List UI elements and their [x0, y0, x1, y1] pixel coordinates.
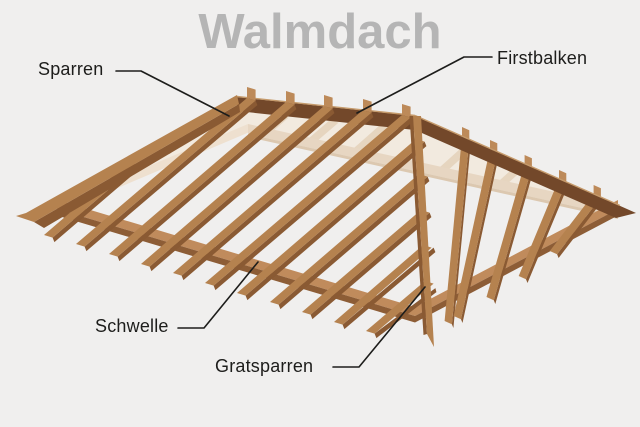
right-hip-beam: [414, 114, 636, 218]
leader-sparren: [115, 70, 230, 117]
label-gratsparren: Gratsparren: [215, 356, 314, 376]
label-sparren: Sparren: [38, 59, 104, 79]
left-hip-beam: [16, 95, 240, 228]
leader-gratsparren: [332, 286, 426, 368]
diagram-title: Walmdach: [198, 5, 442, 59]
gratsparren-beam: [409, 116, 434, 347]
label-schwelle: Schwelle: [95, 316, 169, 336]
leader-lines: [115, 56, 493, 368]
leader-firstbalken: [356, 56, 493, 114]
leader-schwelle: [177, 261, 259, 329]
right-jack-rafters: [444, 127, 603, 328]
label-firstbalken: Firstbalken: [497, 48, 588, 68]
